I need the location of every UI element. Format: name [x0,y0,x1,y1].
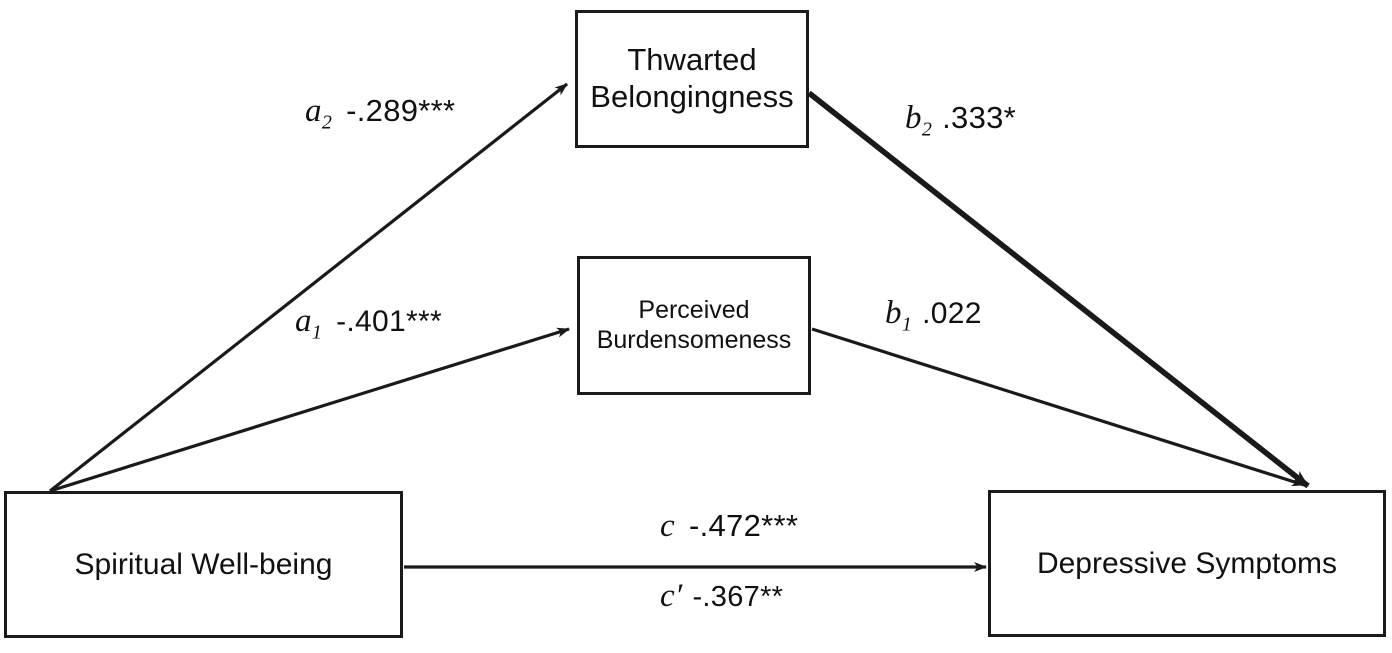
path-label-a2: a2 -.289*** [305,93,455,135]
path-symbol-b2-subscript: 2 [921,118,933,141]
path-symbol-a2-letter: a [305,93,322,129]
path-coefficient-c-prime: -.367** [692,581,784,613]
node-tb-line1: Thwarted [627,42,757,78]
path-symbol-b1-letter: b [885,295,902,331]
node-perceived-burdensomeness: Perceived Burdensomeness [577,256,811,395]
path-symbol-a1: a1 [295,303,322,344]
node-tb-line2: Belongingness [590,79,794,114]
path-label-b1: b1 .022 [885,295,982,337]
node-depressive-symptoms-label: Depressive Symptoms [1036,546,1338,580]
path-arrow-a2 [49,82,568,493]
path-symbol-b2-letter: b [905,100,922,136]
path-label-c: c -.472*** [660,508,798,545]
path-symbol-b1: b1 [885,295,912,336]
node-spiritual-wellbeing-label: Spiritual Well-being [74,547,333,581]
node-spiritual-wellbeing: Spiritual Well-being [4,491,403,638]
path-symbol-a1-letter: a [295,303,312,339]
path-symbol-c: c [660,508,675,544]
path-label-c-prime: c′ -.367** [660,578,783,615]
path-arrow-a1 [49,327,570,493]
path-symbol-a2-subscript: 2 [321,111,333,134]
path-symbol-c-prime: c′ [660,578,683,614]
path-coefficient-b2: .333* [942,100,1017,135]
path-label-b2: b2 .333* [905,100,1016,142]
path-coefficient-a1: -.401*** [336,305,442,338]
node-perceived-burdensomeness-label: Perceived Burdensomeness [591,296,798,355]
node-pb-line1: Perceived [638,296,750,324]
path-coefficient-a2: -.289*** [346,93,456,128]
node-thwarted-belongingness: Thwarted Belongingness [575,10,809,148]
node-pb-line2: Burdensomeness [596,325,792,354]
node-thwarted-belongingness-label: Thwarted Belongingness [584,42,799,115]
path-arrow-b1 [811,327,1305,487]
path-coefficient-c: -.472*** [688,508,799,543]
node-depressive-symptoms: Depressive Symptoms [988,490,1386,637]
path-coefficient-b1: .022 [922,297,982,330]
path-symbol-b2: b2 [905,100,932,141]
path-symbol-b1-subscript: 1 [901,313,913,336]
path-symbol-a1-subscript: 1 [311,321,323,344]
path-arrow-b2 [807,90,1310,489]
path-label-a1: a1 -.401*** [295,303,442,345]
path-symbol-a2: a2 [305,93,332,134]
